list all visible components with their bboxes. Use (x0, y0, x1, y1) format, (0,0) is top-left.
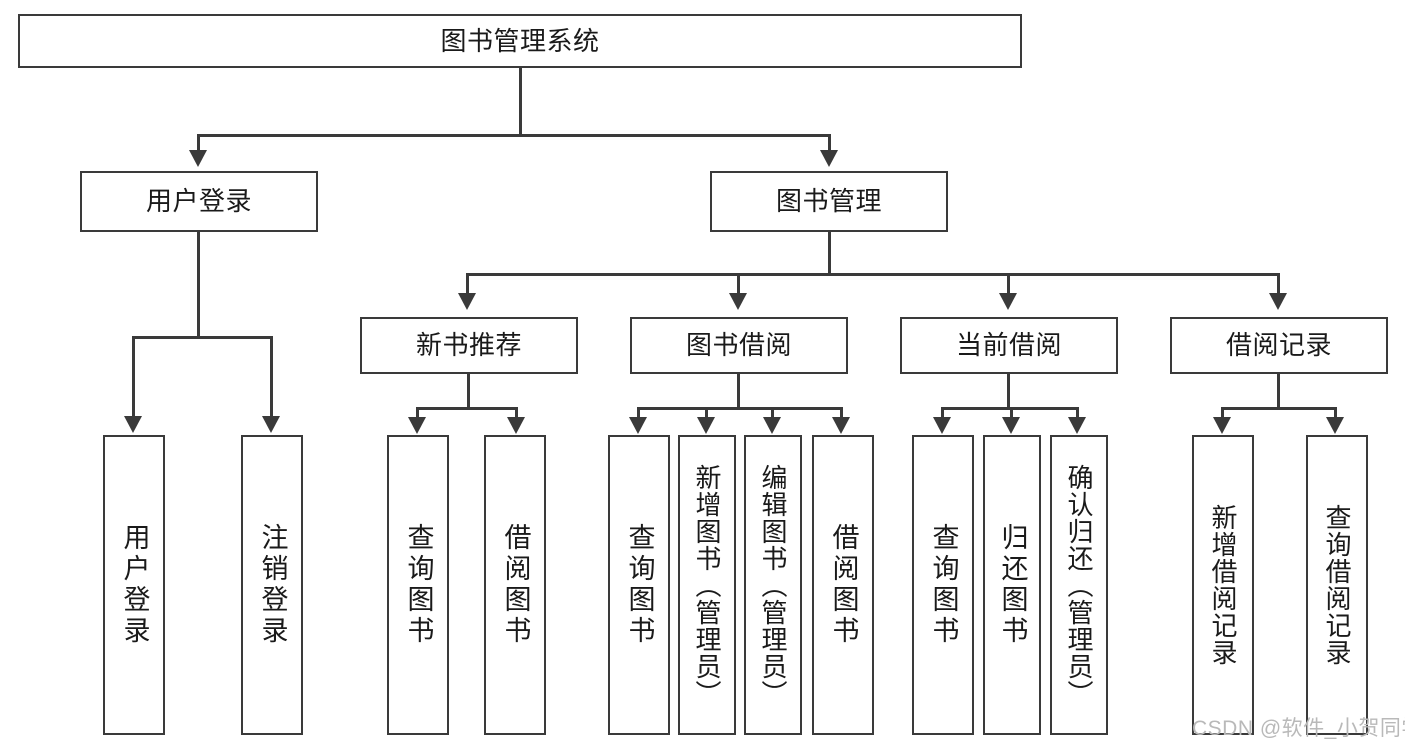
connector-borrow-stem (737, 374, 740, 410)
node-label: 新书推荐 (415, 330, 522, 361)
arrowhead-borrow-query-book (629, 417, 647, 434)
node-new-book-recommend[interactable]: 新书推荐 (360, 317, 578, 374)
leaf-current-confirm-return-admin[interactable]: 确认归还（管理员） (1050, 435, 1108, 735)
connector-recommend-stem (467, 374, 470, 410)
connector-bm-drop-borrow (737, 273, 740, 295)
node-borrow-record[interactable]: 借阅记录 (1170, 317, 1388, 374)
connector-bm-drop-current (1007, 273, 1010, 295)
arrowhead-to-book-management (820, 150, 838, 167)
leaf-borrow-borrow-book[interactable]: 借阅图书 (812, 435, 874, 735)
connector-borrow-drop-2 (705, 407, 708, 419)
arrowhead-recommend-query-book (408, 417, 426, 434)
node-label: 确认归还（管理员） (1064, 463, 1094, 707)
leaf-borrow-edit-book-admin[interactable]: 编辑图书（管理员） (744, 435, 802, 735)
arrowhead-record-add (1213, 417, 1231, 434)
arrowhead-book-borrow (729, 293, 747, 310)
connector-borrow-drop-4 (840, 407, 843, 419)
connector-record-drop-1 (1221, 407, 1224, 419)
arrowhead-record-query (1326, 417, 1344, 434)
node-label: 查询图书 (403, 523, 434, 647)
node-label: 注销登录 (257, 523, 288, 647)
node-label: 归还图书 (997, 523, 1028, 647)
connector-recommend-drop-1 (416, 407, 419, 419)
arrowhead-leaf-user-login (124, 416, 142, 433)
connector-bm-drop-recommend (466, 273, 469, 295)
arrowhead-borrow-edit-book (763, 417, 781, 434)
node-label: 借阅图书 (828, 523, 859, 647)
connector-current-drop-3 (1076, 407, 1079, 419)
leaf-user-login-logout[interactable]: 注销登录 (241, 435, 303, 735)
connector-borrow-drop-3 (771, 407, 774, 419)
leaf-recommend-borrow-book[interactable]: 借阅图书 (484, 435, 546, 735)
connector-record-stem (1277, 374, 1280, 410)
connector-user-login-drop-1 (132, 336, 135, 418)
connector-recommend-bus (416, 407, 518, 410)
leaf-current-return-book[interactable]: 归还图书 (983, 435, 1041, 735)
leaf-borrow-query-book[interactable]: 查询图书 (608, 435, 670, 735)
connector-root-bus (197, 134, 831, 137)
node-label: 新增借阅记录 (1208, 504, 1238, 666)
connector-book-management-bus (466, 273, 1280, 276)
node-label: 查询借阅记录 (1322, 504, 1352, 666)
node-label: 用户登录 (119, 523, 150, 647)
node-label: 借阅记录 (1225, 330, 1332, 361)
arrowhead-new-book-recommend (458, 293, 476, 310)
node-label: 当前借阅 (955, 330, 1062, 361)
connector-bm-drop-record (1277, 273, 1280, 295)
arrowhead-recommend-borrow-book (507, 417, 525, 434)
node-label: 图书管理 (775, 186, 882, 217)
arrowhead-borrow-borrow-book (832, 417, 850, 434)
node-book-borrow[interactable]: 图书借阅 (630, 317, 848, 374)
node-root-book-management-system[interactable]: 图书管理系统 (18, 14, 1022, 68)
connector-book-management-stem (828, 232, 831, 276)
node-label: 编辑图书（管理员） (758, 463, 788, 707)
node-current-borrow[interactable]: 当前借阅 (900, 317, 1118, 374)
arrowhead-borrow-record (1269, 293, 1287, 310)
node-user-login[interactable]: 用户登录 (80, 171, 318, 232)
connector-record-drop-2 (1334, 407, 1337, 419)
arrowhead-leaf-logout (262, 416, 280, 433)
leaf-recommend-query-book[interactable]: 查询图书 (387, 435, 449, 735)
connector-user-login-stem (197, 232, 200, 339)
connector-current-drop-1 (941, 407, 944, 419)
arrowhead-current-return-book (1002, 417, 1020, 434)
watermark-text: CSDN @软件_小贺同学 (1192, 717, 1405, 740)
connector-root-stem (519, 68, 522, 136)
arrowhead-borrow-add-book (697, 417, 715, 434)
node-label: 图书管理系统 (440, 25, 600, 56)
node-label: 查询图书 (928, 523, 959, 647)
node-label: 图书借阅 (685, 330, 792, 361)
connector-root-to-user-login (197, 134, 200, 152)
leaf-current-query-book[interactable]: 查询图书 (912, 435, 974, 735)
leaf-borrow-add-book-admin[interactable]: 新增图书（管理员） (678, 435, 736, 735)
connector-recommend-drop-2 (515, 407, 518, 419)
node-label: 查询图书 (624, 523, 655, 647)
connector-root-to-book-management (828, 134, 831, 152)
node-label: 用户登录 (145, 186, 252, 217)
leaf-record-query-record[interactable]: 查询借阅记录 (1306, 435, 1368, 735)
connector-record-bus (1221, 407, 1337, 410)
node-label: 借阅图书 (500, 523, 531, 647)
connector-current-stem (1007, 374, 1010, 410)
connector-user-login-bus (132, 336, 272, 339)
arrowhead-current-borrow (999, 293, 1017, 310)
leaf-record-add-record[interactable]: 新增借阅记录 (1192, 435, 1254, 735)
node-label: 新增图书（管理员） (692, 463, 722, 707)
connector-borrow-bus (637, 407, 843, 410)
node-book-management[interactable]: 图书管理 (710, 171, 948, 232)
arrowhead-to-user-login (189, 150, 207, 167)
connector-borrow-drop-1 (637, 407, 640, 419)
arrowhead-current-query-book (933, 417, 951, 434)
arrowhead-current-confirm-return (1068, 417, 1086, 434)
leaf-user-login-login[interactable]: 用户登录 (103, 435, 165, 735)
connector-current-drop-2 (1010, 407, 1013, 419)
connector-user-login-drop-2 (270, 336, 273, 418)
